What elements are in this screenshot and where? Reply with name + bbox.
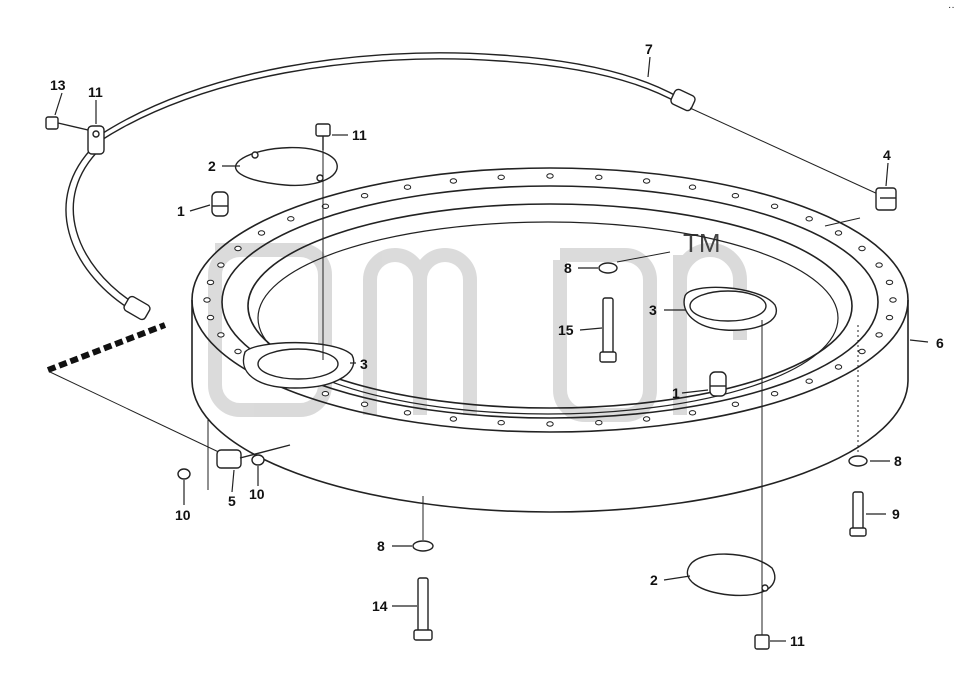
bolt-hole bbox=[203, 297, 211, 303]
plug-1-right bbox=[709, 371, 727, 397]
fitting-5 bbox=[216, 444, 291, 469]
label-3-left: 3 bbox=[360, 356, 368, 372]
bolt-13 bbox=[45, 116, 89, 131]
flex-hose bbox=[46, 322, 167, 373]
washer-8-right bbox=[848, 325, 868, 467]
bolt-9 bbox=[849, 491, 867, 537]
label-10-left: 10 bbox=[175, 507, 191, 523]
bolt-hole bbox=[889, 297, 897, 303]
bolt-hole bbox=[403, 184, 412, 190]
bolt-11-bottom bbox=[754, 320, 770, 650]
label-7: 7 bbox=[645, 41, 653, 57]
bolt-hole bbox=[642, 416, 651, 422]
label-8-right: 8 bbox=[894, 453, 902, 469]
lubrication-pipe bbox=[65, 52, 881, 321]
bolt-hole bbox=[731, 193, 740, 199]
washer-8-bottom bbox=[412, 496, 434, 552]
bolt-hole bbox=[595, 174, 603, 181]
bolt-hole bbox=[885, 279, 894, 286]
bolt-hole bbox=[595, 420, 603, 426]
bolt-hole bbox=[688, 410, 697, 416]
bolt-hole bbox=[257, 230, 266, 236]
nut-10-left bbox=[177, 468, 191, 480]
label-11-clamp: 11 bbox=[88, 84, 103, 100]
bolt-hole bbox=[875, 332, 883, 338]
bolt-hole bbox=[206, 279, 215, 286]
bolt-hole bbox=[449, 178, 458, 184]
cover-plate-2-bottom bbox=[686, 553, 776, 597]
bolt-14 bbox=[413, 577, 433, 641]
slewing-ring bbox=[191, 167, 909, 513]
bolt-hole bbox=[858, 245, 866, 252]
bolt-hole bbox=[360, 193, 369, 199]
leader-lines bbox=[54, 56, 929, 642]
bolt-hole bbox=[885, 314, 894, 321]
bolt-hole bbox=[449, 416, 458, 422]
bolt-hole bbox=[834, 230, 843, 236]
bolt-hole bbox=[770, 391, 779, 397]
bolt-hole bbox=[805, 378, 813, 384]
hose-leader bbox=[49, 371, 226, 456]
bolt-hole bbox=[731, 401, 740, 407]
cover-plate-2-top bbox=[234, 146, 338, 187]
bolt-hole bbox=[770, 203, 779, 210]
label-2-bottom: 2 bbox=[650, 572, 658, 588]
bolt-hole bbox=[403, 410, 412, 416]
bolt-hole bbox=[546, 421, 554, 427]
label-11-top: 11 bbox=[352, 127, 367, 143]
plug-1-left bbox=[211, 191, 229, 217]
bolt-hole bbox=[287, 216, 295, 222]
label-1-right: 1 bbox=[672, 385, 680, 401]
bolt-11-top bbox=[315, 123, 331, 360]
bolt-hole bbox=[360, 401, 369, 407]
bolt-15 bbox=[599, 297, 617, 363]
gasket-3-left bbox=[242, 341, 355, 389]
watermark-tm: TM bbox=[683, 228, 721, 258]
bolt-hole bbox=[497, 420, 505, 426]
label-5: 5 bbox=[228, 493, 236, 509]
bolt-hole bbox=[321, 391, 330, 397]
ring-bolt-holes bbox=[203, 173, 897, 427]
label-8-top: 8 bbox=[564, 260, 572, 276]
label-2-top: 2 bbox=[208, 158, 216, 174]
label-15: 15 bbox=[558, 322, 574, 338]
bolt-hole bbox=[321, 203, 330, 210]
label-6: 6 bbox=[936, 335, 944, 351]
part-labels: 13 11 7 11 2 4 1 8 3 15 6 3 1 8 5 10 9 1… bbox=[50, 41, 944, 649]
bolt-hole bbox=[834, 364, 843, 370]
label-3-right: 3 bbox=[649, 302, 657, 318]
label-10-right: 10 bbox=[249, 486, 265, 502]
bolt-hole bbox=[642, 178, 651, 184]
watermark bbox=[208, 243, 747, 422]
elbow-fitting-4 bbox=[875, 187, 897, 211]
label-11-bottom: 11 bbox=[790, 633, 805, 649]
label-13: 13 bbox=[50, 77, 66, 93]
label-1-left: 1 bbox=[177, 203, 185, 219]
label-14: 14 bbox=[372, 598, 388, 614]
label-4: 4 bbox=[883, 147, 891, 163]
bolt-hole bbox=[234, 245, 242, 252]
bolt-hole bbox=[688, 184, 697, 190]
bolt-hole bbox=[206, 314, 215, 321]
bolt-hole bbox=[805, 216, 813, 222]
bolt-hole bbox=[234, 348, 242, 355]
bolt-hole bbox=[497, 174, 505, 181]
label-8-bottom: 8 bbox=[377, 538, 385, 554]
label-9: 9 bbox=[892, 506, 900, 522]
bolt-hole bbox=[858, 348, 866, 355]
bolt-hole bbox=[546, 173, 554, 179]
pipe-clamp-11 bbox=[87, 125, 105, 155]
bolt-hole bbox=[875, 262, 883, 268]
washer-8-top bbox=[598, 251, 671, 274]
nut-10-right bbox=[251, 454, 265, 466]
gasket-3-right bbox=[683, 286, 778, 331]
corner-mark: ·· bbox=[948, 2, 955, 13]
bolt-hole bbox=[217, 332, 225, 338]
bolt-hole bbox=[217, 262, 225, 268]
